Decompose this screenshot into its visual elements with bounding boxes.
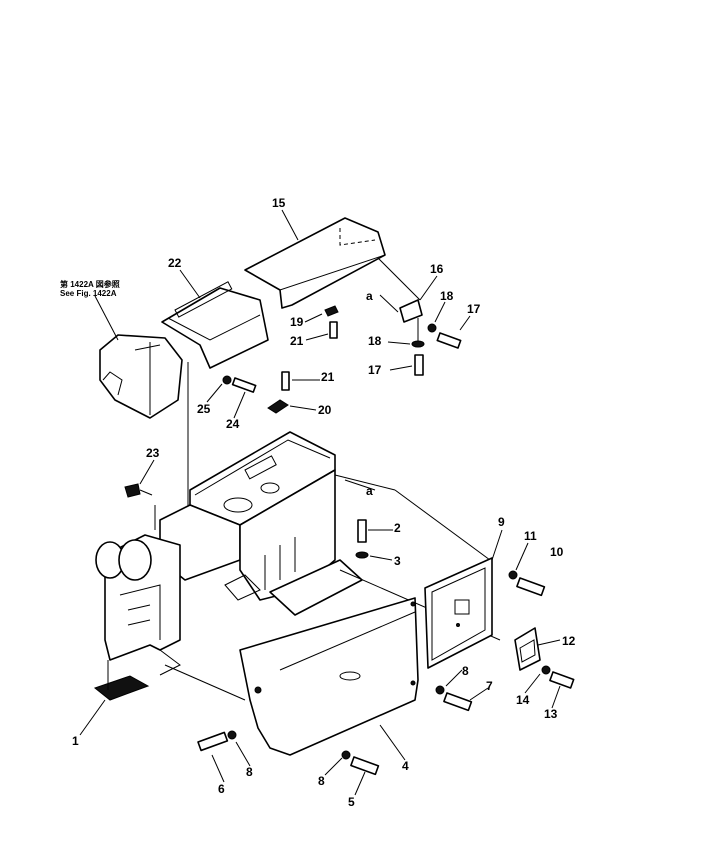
callout-15: 15 — [272, 196, 286, 210]
callout-14: 14 — [516, 693, 530, 707]
callout-18-lower: 18 — [368, 334, 382, 348]
callout-19: 19 — [290, 315, 304, 329]
fasteners — [197, 305, 575, 776]
reference-note-jp: 第 1422A 図参照 — [60, 279, 120, 289]
callout-16: 16 — [430, 262, 444, 276]
callout-a-lower: a — [366, 484, 373, 498]
cover-4 — [239, 597, 419, 756]
callout-11: 11 — [524, 529, 537, 543]
callout-8-right: 8 — [462, 664, 469, 678]
leader-lines — [79, 209, 561, 796]
bracket-16 — [399, 299, 423, 345]
callout-17-upper: 17 — [467, 302, 481, 316]
callout-24: 24 — [226, 417, 240, 431]
callout-18-upper: 18 — [440, 289, 454, 303]
callout-21-lower: 21 — [321, 370, 335, 384]
callout-2: 2 — [394, 521, 401, 535]
callout-12: 12 — [562, 634, 576, 648]
callout-a-upper: a — [366, 289, 373, 303]
callout-25: 25 — [197, 402, 211, 416]
callout-20: 20 — [318, 403, 332, 417]
callout-7: 7 — [486, 679, 493, 693]
callout-13: 13 — [544, 707, 558, 721]
callout-10: 10 — [550, 545, 564, 559]
callout-4: 4 — [402, 759, 409, 773]
referenced-column-cover — [99, 334, 183, 419]
callout-22: 22 — [168, 256, 182, 270]
plate-9 — [424, 557, 493, 669]
callout-9: 9 — [498, 515, 505, 529]
callout-21-upper: 21 — [290, 334, 304, 348]
callout-17-lower: 17 — [368, 363, 382, 377]
callout-1: 1 — [72, 734, 79, 748]
callout-5: 5 — [348, 795, 355, 809]
callout-3: 3 — [394, 554, 401, 568]
reference-note-en: See Fig. 1422A — [60, 289, 117, 298]
bracket-12 — [514, 627, 541, 671]
callout-8-left: 8 — [246, 765, 253, 779]
callout-6: 6 — [218, 782, 225, 796]
main-frame — [93, 431, 363, 701]
callout-8-bottom: 8 — [318, 774, 325, 788]
cover-15 — [244, 217, 421, 309]
callout-23: 23 — [146, 446, 160, 460]
